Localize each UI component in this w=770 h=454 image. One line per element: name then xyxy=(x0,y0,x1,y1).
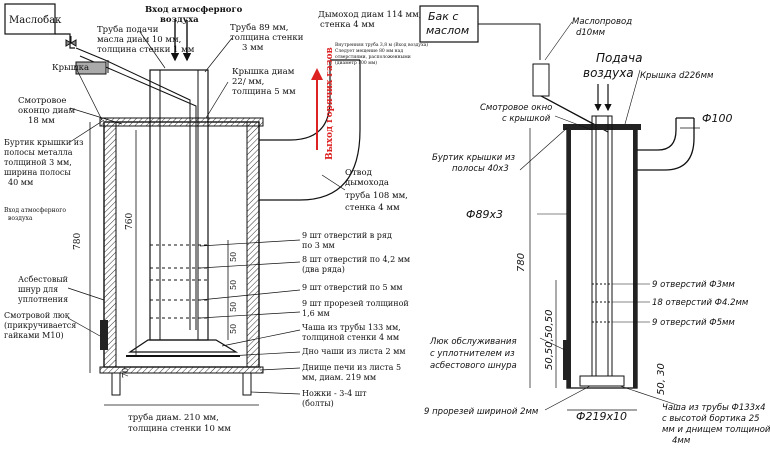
right-drawing: Бак с маслом xyxy=(419,5,770,446)
phi-89-label: Ф89х3 xyxy=(466,208,503,221)
sight-window-label-right: Смотровое окно с крышкой xyxy=(480,103,555,124)
stove-bottom-label: Днище печи из листа 5 мм, диам. 219 мм xyxy=(302,363,404,382)
dim-50-a: 50 xyxy=(229,252,238,262)
oil-pipe-label: Труба подачи масла диам 10 мм, толщина с… xyxy=(97,24,195,55)
oil-tank-label: Маслобак xyxy=(9,15,62,26)
left-drawing: Маслобак xyxy=(4,3,430,434)
slots-label: 9 шт прорезей толщиной 1,6 мм xyxy=(302,299,411,318)
phi-219-label: Ф219х10 xyxy=(576,410,627,423)
lid-rim-label-right: Буртик крышки из полосы 40х3 xyxy=(432,153,518,174)
bowl xyxy=(128,339,239,353)
body-pipe-label: труба диам. 210 мм, толщина стенки 10 мм xyxy=(128,412,231,434)
air-holes xyxy=(150,244,208,319)
holes-9x3-label: 9 шт отверстий в ряд по 3 мм xyxy=(302,231,394,250)
oil-reservoir xyxy=(532,63,550,97)
chimney-pipe-label: Дымоход диам 114 мм, стенка 4 мм xyxy=(318,10,424,30)
phi-100-label: Ф100 xyxy=(702,112,732,125)
bowl-label: Чаша из трубы 133 мм, толщиной стенки 4 … xyxy=(302,323,403,342)
dim-780-right: 780 xyxy=(516,253,527,272)
oil-line-label: Маслопровод d10мм xyxy=(572,17,635,38)
air-supply-label: Подача воздуха xyxy=(583,51,646,80)
holes-3mm-label: 9 отверстий Ф3мм xyxy=(652,280,735,290)
lid-rim-label: Буртик крышки из полосы металла толщиной… xyxy=(4,138,86,187)
asbestos-cord-label: Асбестовый шнур для уплотнения xyxy=(18,275,71,304)
dim-760: 760 xyxy=(125,213,135,230)
sight-window-label: Смотровое оконцо диам 18 мм xyxy=(18,96,78,126)
bowl-bottom-label: Дно чаши из листа 2 мм xyxy=(302,347,406,356)
chimney-outlet xyxy=(259,60,331,141)
dim-50-b: 50 xyxy=(229,280,238,290)
air-inlet-side-label: Вход атмосферного воздуха xyxy=(4,207,68,222)
hot-gas-label: Выход горячих газов xyxy=(325,47,335,160)
lid-label-right: Крышка d226мм xyxy=(640,71,714,81)
dims-50-30-right: 50, 30 xyxy=(656,363,667,395)
holes-5mm-label: 9 отверстий Ф5мм xyxy=(652,318,735,328)
holes-8x42-label: 8 шт отверстий по 4,2 мм (два ряда) xyxy=(302,255,413,274)
flue-bend-label: Отвод дымохода труба 108 мм, стенка 4 мм xyxy=(345,168,411,213)
dims-50-group: 50 50 50 50 xyxy=(227,240,238,340)
dim-50-c: 50 xyxy=(229,302,238,312)
inspection-hatch-label: Смотровой люк (прикручивается гайками М1… xyxy=(4,311,79,340)
dim-780-left: 780 xyxy=(73,233,83,250)
chimney-right xyxy=(637,118,677,151)
legs-label: Ножки - 3-4 шт (болты) xyxy=(302,389,369,408)
small-note: Внутренняя труба 3,8 м (Вход воздуха) Сл… xyxy=(335,41,430,66)
lid-label: Крышка xyxy=(52,63,89,73)
slots-label-right: 9 прорезей шириной 2мм xyxy=(424,407,539,417)
lid-diameter-label: Крышка диам 22/ мм, толщина 5 мм xyxy=(232,67,297,97)
service-hatch-label: Люк обслуживания с уплотнителем из асбес… xyxy=(429,337,519,371)
air-inlet-top-label: Вход атмосферного воздуха xyxy=(145,5,245,25)
bowl-label-right: Чаша из трубы Ф133х4 с высотой бортика 2… xyxy=(662,403,770,446)
stove-body-right xyxy=(566,127,638,389)
pipe-89-label: Труба 89 мм, толщина стенки 3 мм xyxy=(230,22,306,53)
holes-42mm-label: 18 отверстий Ф4.2мм xyxy=(652,298,749,308)
dim-70: 70 xyxy=(121,368,130,378)
holes-9x5-label: 9 шт отверстий по 5 мм xyxy=(302,283,403,292)
valve-icon xyxy=(65,36,77,47)
leg-left xyxy=(111,372,121,396)
oil-tank-box xyxy=(4,3,56,35)
stove-lid xyxy=(99,117,264,127)
dims-50-right: 50,50,50,50 xyxy=(544,310,555,370)
oil-tank-label-right: Бак с маслом xyxy=(426,10,469,37)
dim-50-d: 50 xyxy=(229,324,238,334)
lid-right xyxy=(563,124,641,130)
service-hatch xyxy=(100,320,108,350)
leg-right xyxy=(242,372,252,396)
